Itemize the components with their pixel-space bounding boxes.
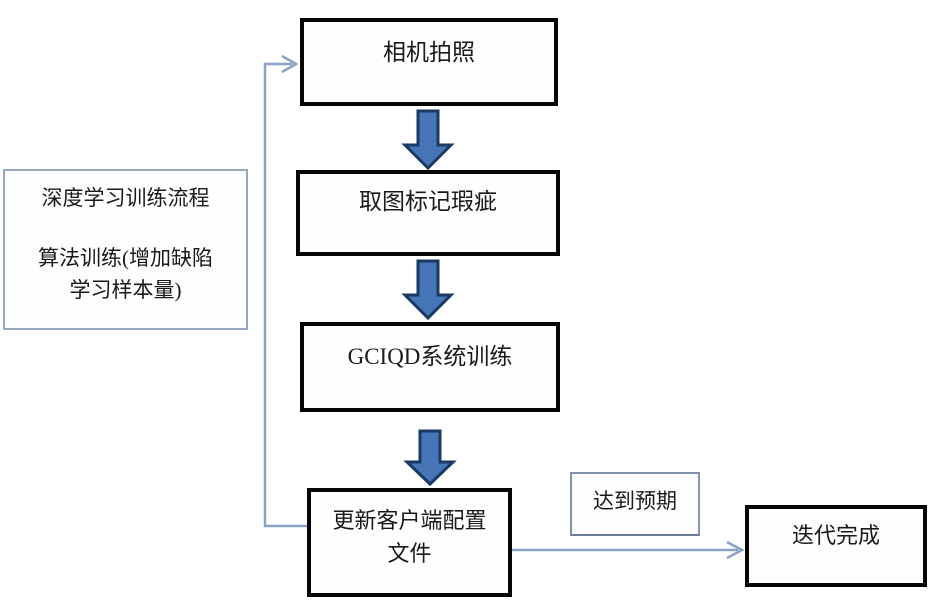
- block-arrow-down-3-icon: [403, 429, 457, 487]
- node-gciqd-training-label: GCIQD系统训练: [347, 344, 513, 369]
- node-mark-defects: 取图标记瑕疵: [296, 170, 560, 256]
- node-camera-capture: 相机拍照: [300, 18, 558, 106]
- block-arrow-down-2-icon: [401, 259, 455, 321]
- node-mark-defects-label: 取图标记瑕疵: [359, 189, 497, 214]
- node-gciqd-training: GCIQD系统训练: [300, 322, 560, 412]
- node-iteration-done-label: 迭代完成: [791, 523, 880, 548]
- note-training-process-line2: 算法训练(增加缺陷: [38, 246, 213, 270]
- result-arrowhead-icon: [726, 540, 745, 560]
- node-update-client-config: 更新客户端配置 文件: [307, 488, 512, 597]
- node-update-client-config-line1: 更新客户端配置: [332, 508, 487, 533]
- block-arrow-down-1-icon: [401, 109, 455, 171]
- note-training-process-line1: 深度学习训练流程: [41, 186, 210, 210]
- note-training-process: 深度学习训练流程 算法训练(增加缺陷 学习样本量): [3, 169, 248, 330]
- node-iteration-done: 迭代完成: [745, 505, 927, 587]
- note-spacer: [5, 214, 246, 242]
- condition-label-expectation-met-text: 达到预期: [593, 489, 677, 513]
- feedback-arrowhead-icon: [281, 54, 299, 74]
- condition-label-expectation-met: 达到预期: [570, 472, 700, 536]
- node-camera-capture-label: 相机拍照: [383, 40, 475, 65]
- note-training-process-line3: 学习样本量): [69, 278, 182, 302]
- feedback-connector: [263, 62, 307, 528]
- node-update-client-config-line2: 文件: [387, 541, 432, 566]
